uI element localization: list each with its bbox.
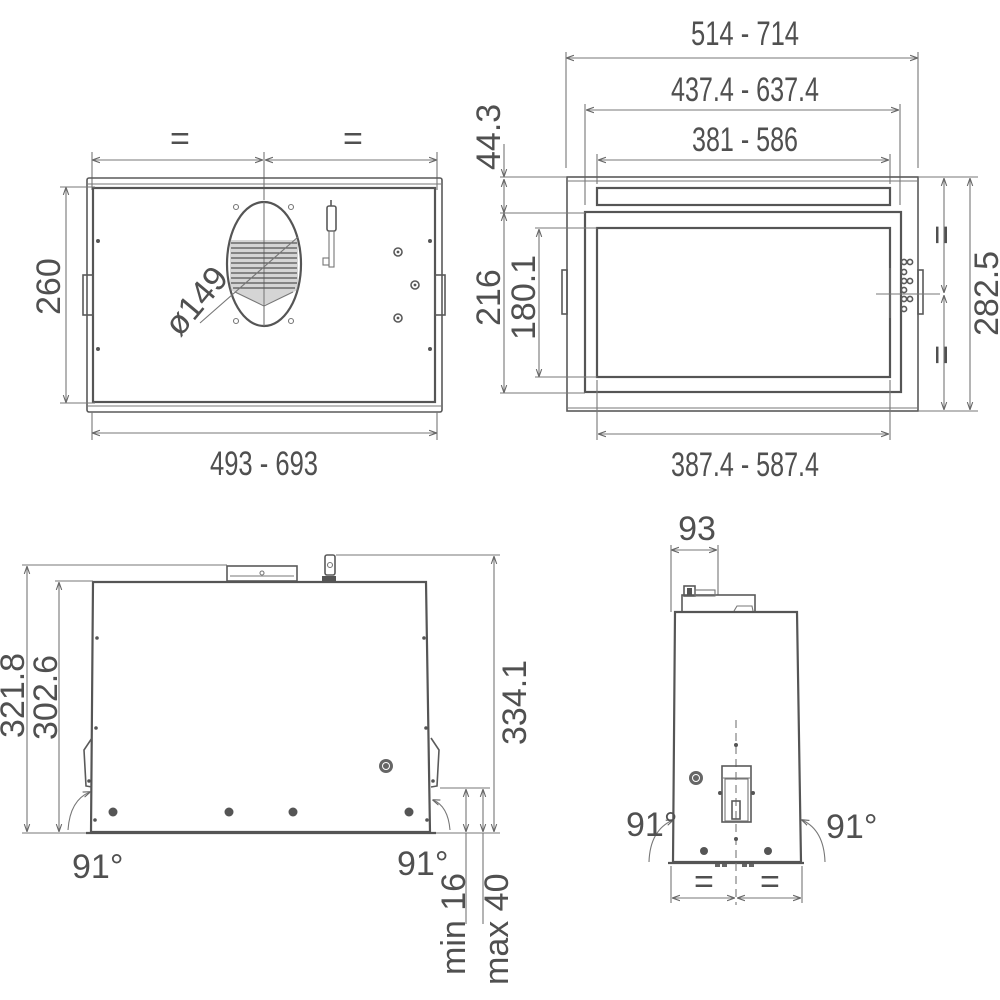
max-thickness-label: max 40	[478, 874, 516, 986]
side-angle-left-label: 91°	[626, 806, 677, 844]
top-height-label: 260	[30, 258, 68, 315]
top-view: = = 260	[30, 120, 446, 483]
side-view: 93 91°	[626, 510, 877, 905]
power-plug-icon	[322, 200, 337, 268]
filter-depth-label: 180.1	[505, 255, 543, 340]
control-panel-icon	[876, 258, 940, 318]
side-angle-right-label: 91°	[826, 808, 877, 846]
connector-height-label: 334.1	[496, 660, 534, 745]
front-view: 321.8 302.6 91° 91° 334.1 min 16 max 40	[0, 554, 534, 986]
side-equal-right: =	[760, 863, 780, 901]
side-equal-left: =	[694, 863, 714, 901]
total-height-label: 321.8	[0, 653, 32, 738]
top-width-label: 493 - 693	[210, 445, 318, 483]
equal-mark-upper: =	[922, 225, 960, 245]
equal-mark-lower: =	[922, 345, 960, 365]
inner-width-label: 387.4 - 587.4	[671, 446, 819, 484]
overall-depth-label: 282.5	[968, 251, 1000, 336]
bottom-view: 514 - 714 437.4 - 637.4 381 - 586	[470, 15, 1000, 484]
min-thickness-label: min 16	[435, 873, 473, 975]
front-angle-left-label: 91°	[72, 848, 123, 886]
front-angle-right-label: 91°	[397, 845, 448, 883]
filter-width-label: 381 - 586	[692, 121, 798, 159]
body-height-label: 302.6	[27, 655, 65, 740]
frame-width-label: 437.4 - 637.4	[671, 71, 819, 109]
duct-outlet-icon	[225, 200, 303, 328]
equal-mark-left: =	[170, 120, 190, 158]
top-offset-label: 44.3	[470, 104, 508, 170]
equal-mark-right: =	[343, 120, 363, 158]
frame-depth-label: 216	[470, 269, 508, 326]
top-width-93-label: 93	[678, 510, 716, 548]
overall-width-label: 514 - 714	[691, 15, 799, 53]
